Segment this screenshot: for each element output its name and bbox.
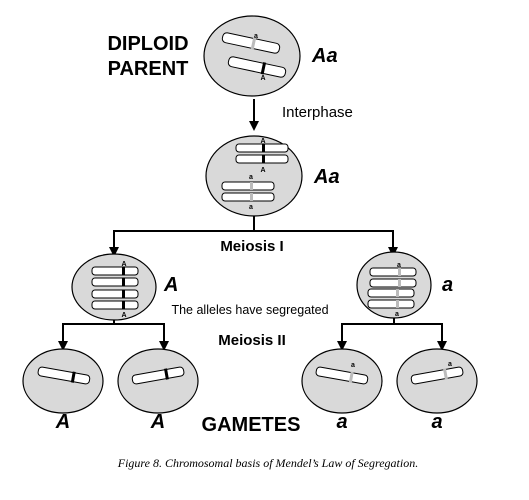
gamete-2-allele: A <box>150 411 165 433</box>
gamete-cell-3: a <box>301 348 383 414</box>
parent-chromosome-bottom <box>227 56 287 78</box>
figure-caption: Figure 8. Chromosomal basis of Mendel’s … <box>117 456 418 470</box>
parent-genotype: Aa <box>311 45 338 67</box>
parent-cell-membrane <box>203 15 301 97</box>
meiosis1-right-label-bottom: a <box>395 311 399 318</box>
interphase-label-4: a <box>249 204 253 211</box>
meiosis1-right-label-top: a <box>397 262 401 269</box>
parent-cell: a A <box>203 15 301 97</box>
meiosis1-left-label-top: A <box>121 261 126 268</box>
gamete-3-label: a <box>351 362 355 369</box>
title-parent: PARENT <box>108 58 189 80</box>
meiosis1-left-membrane <box>71 253 157 321</box>
gamete-3-allele: a <box>336 411 347 433</box>
interphase-label-2: A <box>260 167 265 174</box>
meiosis1-right-cell: a a <box>356 251 432 319</box>
title-diploid: DIPLOID <box>107 33 188 55</box>
meiosis1-left-label-bottom: A <box>121 312 126 319</box>
meiosis1-label: Meiosis I <box>220 238 283 255</box>
meiosis2-label: Meiosis II <box>218 332 286 349</box>
interphase-chromosome-pair-lower <box>221 181 275 202</box>
interphase-cell: A A a a <box>205 135 303 217</box>
gamete-4-allele: a <box>431 411 442 433</box>
gametes-label: GAMETES <box>202 414 301 436</box>
gamete-cell-4: a <box>396 348 478 414</box>
interphase-label: Interphase <box>282 104 353 121</box>
gamete-4-label: a <box>448 361 452 368</box>
parent-chromosome-bottom-label: A <box>260 75 265 82</box>
gamete-cell-2 <box>117 348 199 414</box>
gamete-1-allele: A <box>55 411 70 433</box>
meiosis1-left-cell: A A <box>71 253 157 321</box>
parent-chromosome-top-label: a <box>254 33 258 40</box>
gamete-cell-1 <box>22 348 104 414</box>
interphase-chromosome-pair-upper <box>235 143 289 164</box>
interphase-genotype: Aa <box>313 166 340 188</box>
meiosis1-right-allele: a <box>442 274 453 296</box>
meiosis1-left-allele: A <box>163 274 178 296</box>
segregated-note: The alleles have segregated <box>171 303 328 317</box>
interphase-label-1: A <box>260 138 265 145</box>
interphase-label-3: a <box>249 174 253 181</box>
parent-chromosome-top <box>221 32 281 54</box>
